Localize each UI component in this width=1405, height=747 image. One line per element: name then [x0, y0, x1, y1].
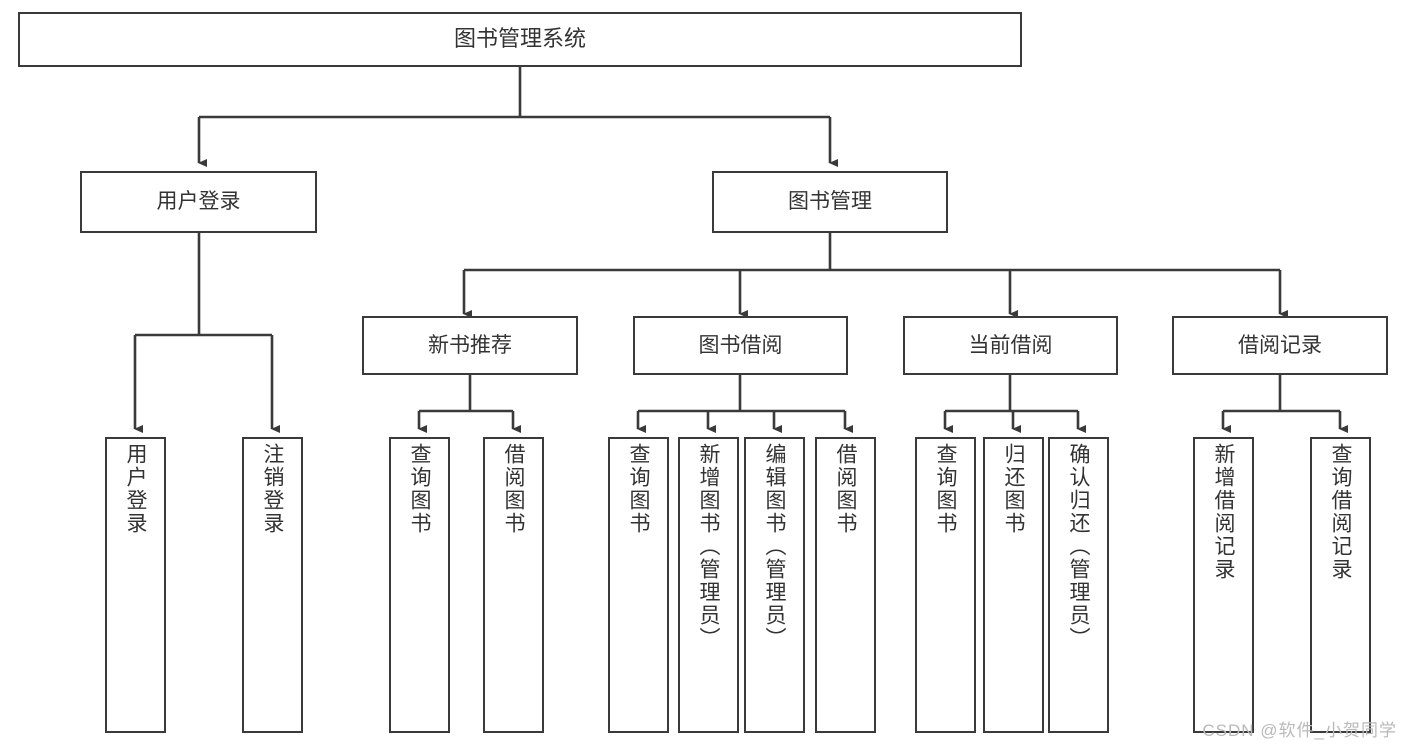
node-leaf-logout[interactable]: 注销登录	[242, 437, 303, 733]
node-label: 注销登录	[261, 443, 284, 535]
node-book-borrow[interactable]: 图书借阅	[633, 316, 848, 375]
watermark-text: CSDN @软件_小贺同学	[1202, 721, 1397, 740]
node-label: 借阅记录	[1238, 333, 1322, 357]
node-label: 用户登录	[156, 190, 241, 214]
node-label: 查询图书	[934, 443, 957, 535]
node-label: 编辑图书（管理员）	[763, 443, 786, 650]
node-leaf-return-book[interactable]: 归还图书	[983, 437, 1044, 733]
node-leaf-borrow-book-recommend[interactable]: 借阅图书	[483, 437, 544, 733]
node-leaf-query-book-current[interactable]: 查询图书	[915, 437, 976, 733]
node-label: 图书管理	[788, 190, 872, 214]
node-label: 新增借阅记录	[1212, 443, 1235, 581]
node-current-borrow[interactable]: 当前借阅	[903, 316, 1118, 375]
node-label: 确认归还（管理员）	[1067, 443, 1090, 650]
node-label: 借阅图书	[834, 443, 857, 535]
node-leaf-add-book-admin[interactable]: 新增图书（管理员）	[678, 437, 739, 733]
node-leaf-add-borrow-record[interactable]: 新增借阅记录	[1193, 437, 1254, 733]
node-label: 查询借阅记录	[1329, 443, 1352, 581]
node-leaf-user-login[interactable]: 用户登录	[105, 437, 166, 733]
node-leaf-query-borrow-record[interactable]: 查询借阅记录	[1310, 437, 1371, 733]
node-leaf-query-book-borrow[interactable]: 查询图书	[608, 437, 669, 733]
node-label: 图书借阅	[698, 333, 783, 357]
node-book-management[interactable]: 图书管理	[712, 171, 948, 233]
node-label: 用户登录	[124, 443, 147, 535]
node-label: 借阅图书	[502, 443, 525, 535]
node-label: 归还图书	[1002, 443, 1025, 535]
node-root-book-management-system[interactable]: 图书管理系统	[18, 12, 1022, 67]
node-leaf-borrow-book[interactable]: 借阅图书	[815, 437, 876, 733]
node-borrow-record[interactable]: 借阅记录	[1172, 316, 1388, 375]
node-label: 新增图书（管理员）	[697, 443, 720, 650]
node-leaf-query-book-recommend[interactable]: 查询图书	[389, 437, 450, 733]
node-label: 当前借阅	[968, 333, 1053, 357]
node-user-login[interactable]: 用户登录	[80, 171, 317, 233]
node-label: 图书管理系统	[453, 26, 586, 52]
node-new-book-recommend[interactable]: 新书推荐	[362, 316, 578, 375]
node-leaf-confirm-return-admin[interactable]: 确认归还（管理员）	[1048, 437, 1109, 733]
node-leaf-edit-book-admin[interactable]: 编辑图书（管理员）	[744, 437, 805, 733]
node-label: 查询图书	[408, 443, 431, 535]
node-label: 新书推荐	[428, 333, 512, 357]
node-label: 查询图书	[627, 443, 650, 535]
